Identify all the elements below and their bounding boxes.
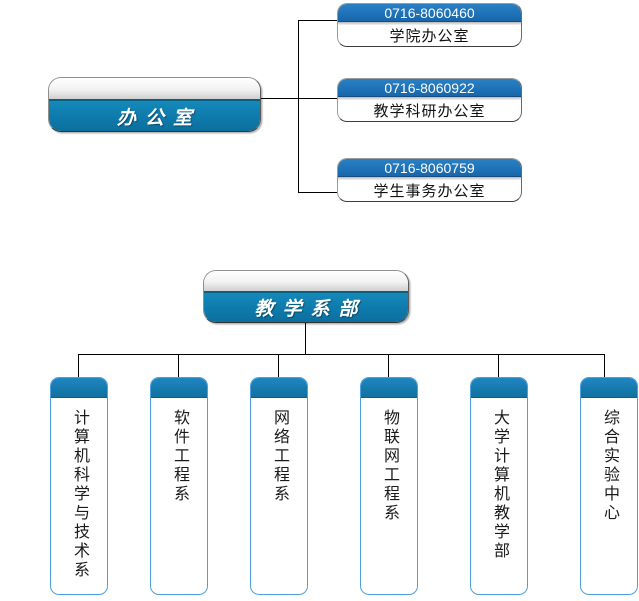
connector-dept-drop5: [498, 354, 499, 378]
connector-dept-trunk: [305, 323, 306, 355]
connector-office-stub1: [298, 20, 337, 21]
org-node-teaching-research-office: 0716-8060922 教学科研办公室: [337, 78, 522, 122]
org-node-college-office: 0716-8060460 学院办公室: [337, 3, 522, 47]
connector-office-trunk: [298, 20, 299, 193]
office-name: 学生事务办公室: [373, 183, 486, 200]
org-node-dept-root: 教学系部: [203, 270, 409, 323]
dept-name: 网络工程系: [271, 409, 288, 504]
connector-office-to-branch2: [261, 98, 337, 99]
office-name: 教学科研办公室: [373, 103, 486, 120]
office-name: 学院办公室: [389, 28, 470, 45]
connector-office-stub3: [298, 192, 337, 193]
phone-number: 0716-8060460: [338, 4, 521, 22]
phone-number: 0716-8060759: [338, 159, 521, 177]
dept-name: 软件工程系: [171, 409, 188, 504]
connector-dept-drop2: [178, 354, 179, 378]
divider-band: [338, 97, 521, 100]
org-node-dept-university-computer-teaching: 大学计算机教学部: [470, 377, 528, 595]
org-node-dept-experiment-center: 综合实验中心: [580, 377, 638, 595]
org-node-dept-software-engineering: 软件工程系: [150, 377, 208, 595]
connector-dept-rail: [78, 354, 605, 355]
connector-dept-drop3: [278, 354, 279, 378]
connector-dept-drop1: [78, 354, 79, 378]
dept-cap: [471, 378, 527, 398]
dept-cap: [251, 378, 307, 398]
divider-band: [338, 22, 521, 25]
org-node-office-root: 办公室: [48, 77, 261, 132]
dept-cap: [51, 378, 107, 398]
dept-root-cap: [204, 271, 408, 294]
connector-dept-drop4: [388, 354, 389, 378]
office-root-label: 办公室: [49, 101, 260, 131]
dept-name: 综合实验中心: [601, 409, 618, 523]
dept-root-label: 教学系部: [204, 293, 408, 322]
org-node-dept-computer-science: 计算机科学与技术系: [50, 377, 108, 595]
dept-cap: [581, 378, 637, 398]
dept-name: 大学计算机教学部: [491, 409, 508, 561]
dept-name: 物联网工程系: [381, 409, 398, 523]
phone-number: 0716-8060922: [338, 79, 521, 97]
org-node-dept-iot-engineering: 物联网工程系: [360, 377, 418, 595]
dept-name: 计算机科学与技术系: [71, 409, 88, 580]
dept-cap: [151, 378, 207, 398]
org-node-student-affairs-office: 0716-8060759 学生事务办公室: [337, 158, 522, 202]
dept-cap: [361, 378, 417, 398]
office-root-cap: [49, 78, 260, 102]
connector-dept-drop6: [604, 354, 605, 378]
divider-band: [338, 177, 521, 180]
org-node-dept-network-engineering: 网络工程系: [250, 377, 308, 595]
